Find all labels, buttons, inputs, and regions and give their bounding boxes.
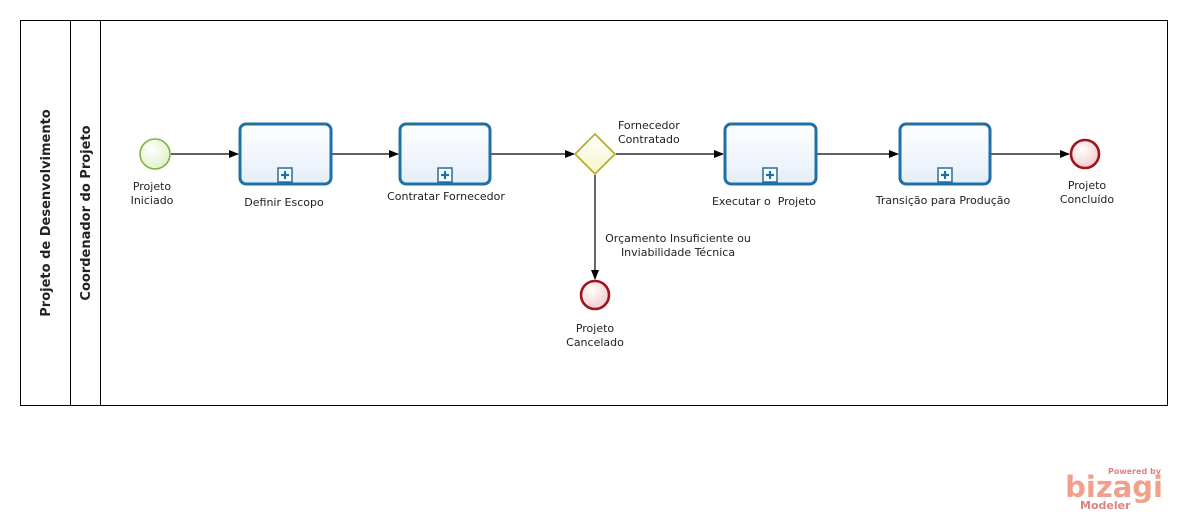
start-event-circle	[139, 138, 171, 170]
task-label: Definir Escopo	[244, 196, 324, 209]
end-event-label-line1: Projeto	[576, 322, 615, 335]
gateway-yes-label-line2: Contratado	[618, 133, 680, 146]
task-label: Transição para Produção	[875, 194, 1011, 207]
task-label: Executar o Projeto	[712, 195, 816, 208]
start-event-label-line1: Projeto	[133, 180, 172, 193]
sequence-flows	[171, 150, 1070, 280]
exclusive-gateway[interactable]: Fornecedor Contratado Orçamento Insufici…	[573, 119, 751, 259]
task-definir-escopo[interactable]: Definir Escopo	[238, 122, 333, 209]
lane-label: Coordenador do Projeto	[79, 125, 94, 300]
end-event-cancelado[interactable]: Projeto Cancelado	[566, 279, 624, 349]
gateway-no-label-line1: Orçamento Insuficiente ou	[605, 232, 751, 245]
task-transicao-producao[interactable]: Transição para Produção	[875, 122, 1011, 207]
task-box	[398, 122, 492, 186]
gateway-diamond	[573, 132, 617, 176]
end-event-label-line2: Cancelado	[566, 336, 624, 349]
task-box	[723, 122, 818, 186]
pool-label: Projeto de Desenvolvimento	[39, 109, 54, 317]
task-box	[898, 122, 992, 186]
task-executar-projeto[interactable]: Executar o Projeto	[712, 122, 818, 208]
task-label: Contratar Fornecedor	[387, 190, 505, 203]
task-box	[238, 122, 333, 186]
gateway-no-label-line2: Inviabilidade Técnica	[621, 246, 735, 259]
logo-powered-by: Powered by	[1108, 467, 1162, 476]
start-event[interactable]: Projeto Iniciado	[131, 138, 174, 207]
end-event-label-line2: Concluído	[1060, 193, 1114, 206]
logo-modeler: Modeler	[1080, 499, 1131, 512]
logo-wordmark: bizagi	[1065, 470, 1163, 504]
task-contratar-fornecedor[interactable]: Contratar Fornecedor	[387, 122, 505, 203]
end-event-concluido[interactable]: Projeto Concluído	[1060, 138, 1114, 206]
pool: Projeto de Desenvolvimento Coordenador d…	[20, 20, 1168, 406]
bizagi-logo: Powered by bizagi Modeler	[1065, 467, 1163, 512]
end-event-circle	[579, 279, 611, 311]
start-event-label-line2: Iniciado	[131, 194, 174, 207]
gateway-yes-label-line1: Fornecedor	[618, 119, 680, 132]
end-event-label-line1: Projeto	[1068, 179, 1107, 192]
end-event-circle	[1069, 138, 1101, 170]
pool-border	[20, 20, 1168, 406]
